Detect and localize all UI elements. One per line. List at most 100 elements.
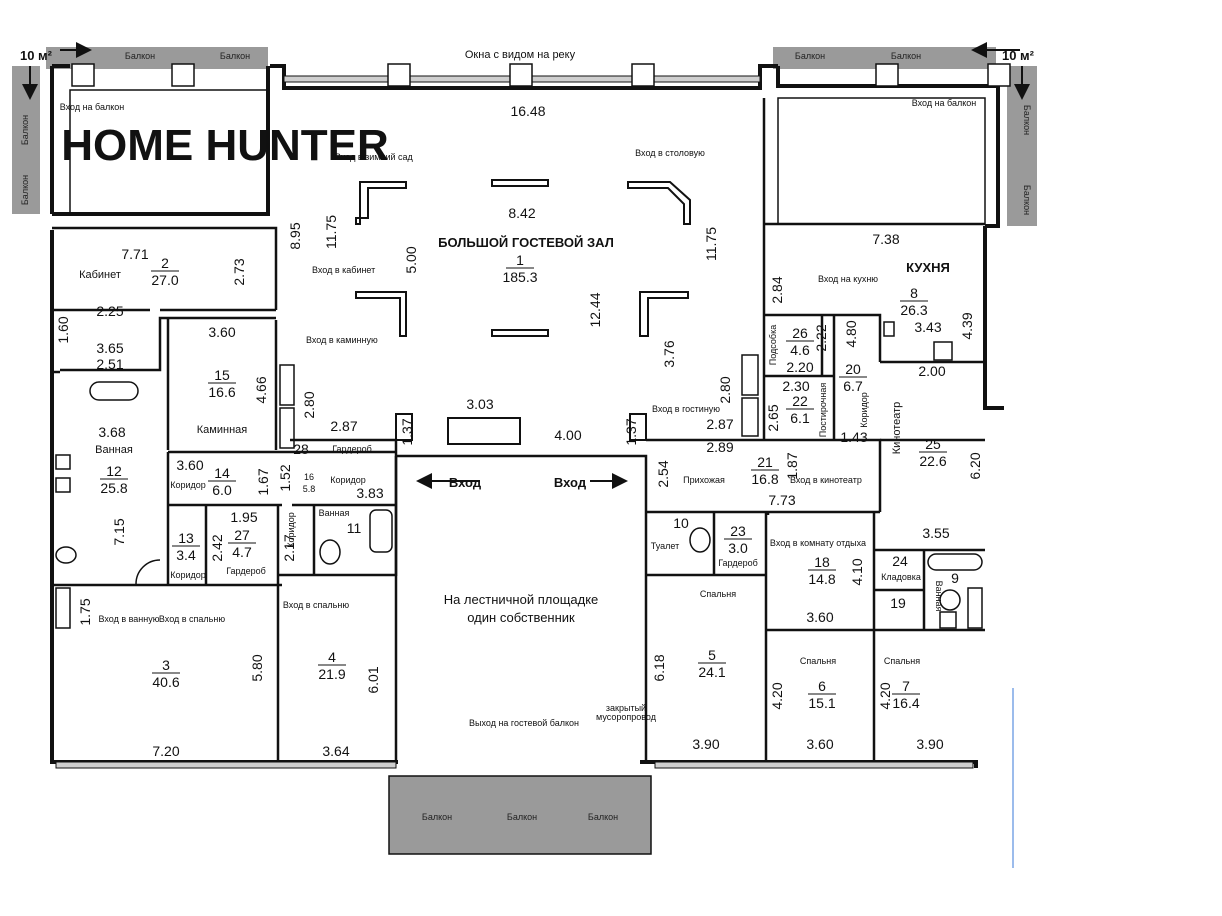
label-dims-d287a: 2.87	[330, 418, 357, 434]
label-dims-d420b: 4.20	[877, 682, 893, 709]
label-rooms-bedroom_6-area: 15.1	[808, 695, 835, 711]
label-header-area_right: 10 м²	[1002, 48, 1035, 63]
label-notes-wardrobe_27: Гардероб	[226, 566, 266, 576]
label-notes-bedroom_5: Спальня	[700, 589, 736, 599]
label-balcony_label: Балкон	[20, 175, 30, 205]
label-rooms-corr_20-area: 6.7	[843, 378, 863, 394]
label-balcony_label: Балкон	[507, 812, 537, 822]
label-rooms-bath_9-num: 9	[951, 570, 959, 586]
label-rooms-corr_16-num: 16	[304, 472, 314, 482]
label-notes-balcony_entry_left: Вход на балкон	[60, 102, 125, 112]
label-rooms-hall-name: БОЛЬШОЙ ГОСТЕВОЙ ЗАЛ	[438, 235, 614, 250]
label-rooms-laundry_22-area: 6.1	[790, 410, 810, 426]
label-rooms-bedroom_5-num: 5	[708, 647, 716, 663]
label-dims-d376: 3.76	[661, 340, 677, 367]
label-notes-corridor_20: Коридор	[859, 392, 869, 428]
label-dims-d284: 2.84	[769, 276, 785, 303]
label-notes-chute_line1: закрытый	[606, 703, 646, 713]
label-rooms-rest_18-num: 18	[814, 554, 830, 570]
label-dims-d225: 2.25	[96, 303, 123, 319]
label-dims-d220: 2.20	[786, 359, 813, 375]
label-dims-d200: 2.00	[918, 363, 945, 379]
label-dims-d160: 1.60	[55, 316, 71, 343]
label-dims-d355: 3.55	[922, 525, 949, 541]
label-balcony_label: Балкон	[220, 51, 250, 61]
label-rooms-toilet_10-num: 10	[673, 515, 689, 531]
label-dims-d480: 4.80	[843, 320, 859, 347]
label-notes-pantry: Кладовка	[881, 572, 921, 582]
label-dims-d842: 8.42	[508, 205, 535, 221]
label-rooms-fireplace-area: 16.6	[208, 384, 235, 400]
label-rooms-bedroom_3-num: 3	[162, 657, 170, 673]
label-notes-bedroom_2: Вход в спальню	[159, 614, 225, 624]
label-rooms-hallway-num: 21	[757, 454, 773, 470]
label-rooms-laundry_22-num: 22	[792, 393, 808, 409]
label-rooms-bath_12-area: 25.8	[100, 480, 127, 496]
label-header-river_windows: Окна с видом на реку	[465, 49, 576, 61]
label-dims-d1175a: 11.75	[323, 215, 339, 249]
label-dims-d580: 5.80	[249, 654, 265, 681]
label-balcony_label: Балкон	[1022, 105, 1032, 135]
label-dims-d222: 2.22	[813, 324, 829, 351]
label-dims-d620: 6.20	[967, 452, 983, 479]
label-rooms-corr_16-area: 5.8	[303, 484, 316, 494]
label-dims-d390b: 3.90	[916, 736, 943, 752]
label-rooms-cinema-name: Кинотеатр	[891, 402, 903, 455]
label-dims-d152: 1.52	[277, 464, 293, 491]
label-rooms-fireplace-name: Каминная	[197, 424, 247, 436]
label-rooms-wardrobe_23-num: 23	[730, 523, 746, 539]
label-dims-d771: 7.71	[121, 246, 148, 262]
label-dims-d280a: 2.80	[301, 391, 317, 418]
label-dims-d365: 3.65	[96, 340, 123, 356]
label-rooms-bedroom_3-area: 40.6	[152, 674, 179, 690]
label-dims-d343: 3.43	[914, 319, 941, 335]
label-notes-chute_line2: мусоропровод	[596, 712, 657, 722]
label-notes-living: Вход в гостиную	[652, 404, 720, 414]
label-rooms-hall-num: 1	[516, 252, 524, 268]
label-rooms-bedroom_6-num: 6	[818, 678, 826, 694]
label-notes-dining: Вход в столовую	[635, 148, 705, 158]
label-dims-d254: 2.54	[655, 460, 671, 487]
label-notes-toilet: Туалет	[651, 541, 679, 551]
label-notes-entry_right: Вход	[554, 475, 587, 490]
label-rooms-utility_26-num: 26	[792, 325, 808, 341]
label-rooms-corr_14-name: Коридор	[170, 480, 206, 490]
label-dims-d217: 2.17	[281, 534, 297, 561]
label-notes-kitchen: Вход на кухню	[818, 274, 878, 284]
label-dims-d601: 6.01	[365, 666, 381, 693]
winter-garden	[69, 89, 269, 215]
balconies	[12, 47, 1037, 855]
label-rooms-hallway-name: Прихожая	[683, 475, 725, 485]
label-notes-fireplace: Вход в каминную	[306, 335, 378, 345]
label-balcony_label: Балкон	[795, 51, 825, 61]
label-rooms-wardrobe_27-num: 27	[234, 527, 250, 543]
label-dims-d715: 7.15	[111, 518, 127, 545]
label-dims-d1648: 16.48	[510, 103, 545, 119]
fixtures	[55, 321, 983, 629]
label-notes-winter_garden: Вход в зимний сад	[335, 152, 414, 162]
label-dims-d738: 7.38	[872, 231, 899, 247]
dining-terrace	[777, 97, 986, 225]
label-dims-d242: 2.42	[209, 534, 225, 561]
label-notes-entry_left: Вход	[449, 475, 482, 490]
label-rooms-room_19-num: 19	[890, 595, 906, 611]
label-dims-d137a: 1.37	[399, 418, 415, 445]
label-dims-d618: 6.18	[651, 654, 667, 681]
label-dims-d251: 2.51	[96, 356, 123, 372]
label-rooms-corr_13-area: 3.4	[176, 547, 196, 563]
label-dims-d466: 4.66	[253, 376, 269, 403]
label-rooms-fireplace-num: 15	[214, 367, 230, 383]
label-dims-d187: 1.87	[784, 452, 800, 479]
label-notes-guest_balcony: Выход на гостевой балкон	[469, 718, 579, 728]
label-dims-d303: 3.03	[466, 396, 493, 412]
balcony-top-left	[46, 47, 268, 69]
label-notes-wardrobe_16: Гардероб	[332, 444, 372, 454]
label-notes-corridor_11: Коридор	[286, 512, 296, 548]
label-notes-bedroom_6: Спальня	[800, 656, 836, 666]
label-notes-laundry: Постирочная	[818, 383, 828, 438]
label-rooms-rest_18-area: 14.8	[808, 571, 835, 587]
balcony-top-right	[773, 47, 996, 69]
label-rooms-corr_14-area: 6.0	[212, 482, 232, 498]
